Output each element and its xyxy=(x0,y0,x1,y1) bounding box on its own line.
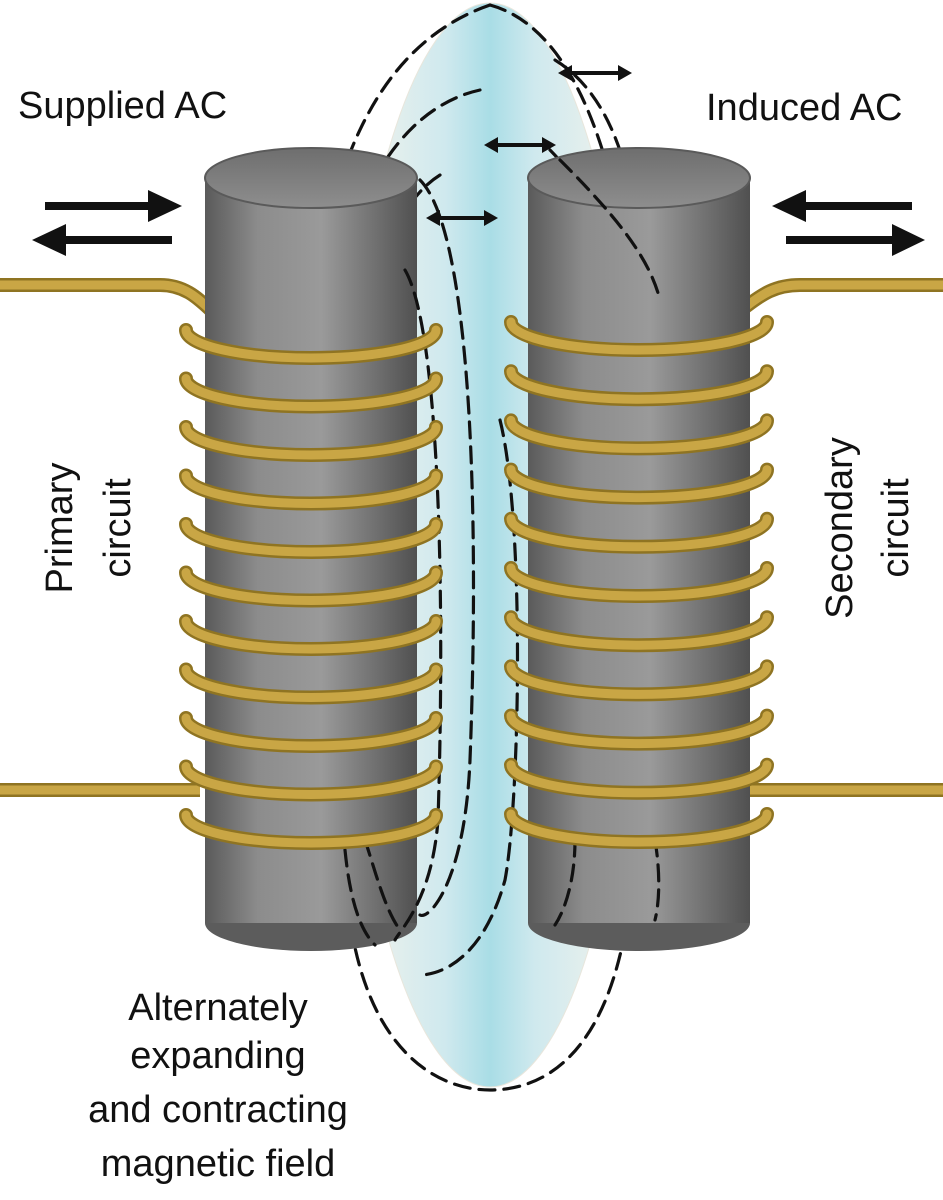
primary-coil-turn xyxy=(181,519,441,557)
field-label-line1: Alternately xyxy=(128,987,308,1029)
primary-coil-turn xyxy=(181,665,441,702)
supplied-ac-arrows xyxy=(32,190,182,256)
primary-coil-turn xyxy=(181,374,441,411)
induced-ac-arrows xyxy=(772,190,925,256)
secondary-coil-turn xyxy=(506,366,772,404)
secondary-coil-turn xyxy=(506,415,772,453)
induced-ac-label: Induced AC xyxy=(706,87,902,129)
secondary-coil-turn xyxy=(506,317,772,355)
field-label-line2: expanding xyxy=(130,1035,305,1077)
primary-coil xyxy=(179,323,443,850)
primary-coil-turn xyxy=(181,762,441,799)
primary-label-line1: Primary xyxy=(39,463,81,594)
secondary-label-line2: circuit xyxy=(875,478,917,578)
primary-coil-turn xyxy=(181,616,441,654)
secondary-coil xyxy=(504,315,774,849)
secondary-coil-turn xyxy=(506,563,772,601)
secondary-circuit-label: Secondary circuit xyxy=(819,437,917,619)
primary-coil-turn xyxy=(181,471,441,508)
primary-coil-turn xyxy=(181,713,441,751)
primary-coil-turn xyxy=(181,810,441,848)
primary-circuit-label: Primary circuit xyxy=(39,463,139,594)
secondary-coil-turn xyxy=(506,760,772,798)
secondary-coil-turn xyxy=(506,612,772,650)
secondary-coil-turn xyxy=(506,514,772,552)
magnetic-field-label: Alternately expanding and contracting ma… xyxy=(88,987,348,1185)
secondary-coil-turn xyxy=(506,661,772,699)
field-label-line4: magnetic field xyxy=(101,1143,335,1185)
secondary-label-line1: Secondary xyxy=(819,437,861,619)
supplied-ac-label: Supplied AC xyxy=(18,85,227,127)
primary-coil-turn xyxy=(181,325,441,363)
secondary-coil-turn xyxy=(506,711,772,749)
secondary-coil-turn xyxy=(506,809,772,847)
field-label-line3: and contracting xyxy=(88,1089,348,1131)
primary-label-line2: circuit xyxy=(97,478,139,578)
primary-coil-turn xyxy=(181,568,441,605)
field-oscillation-arrows xyxy=(426,65,632,226)
primary-coil-turn xyxy=(181,422,441,460)
secondary-coil-turn xyxy=(506,465,772,503)
